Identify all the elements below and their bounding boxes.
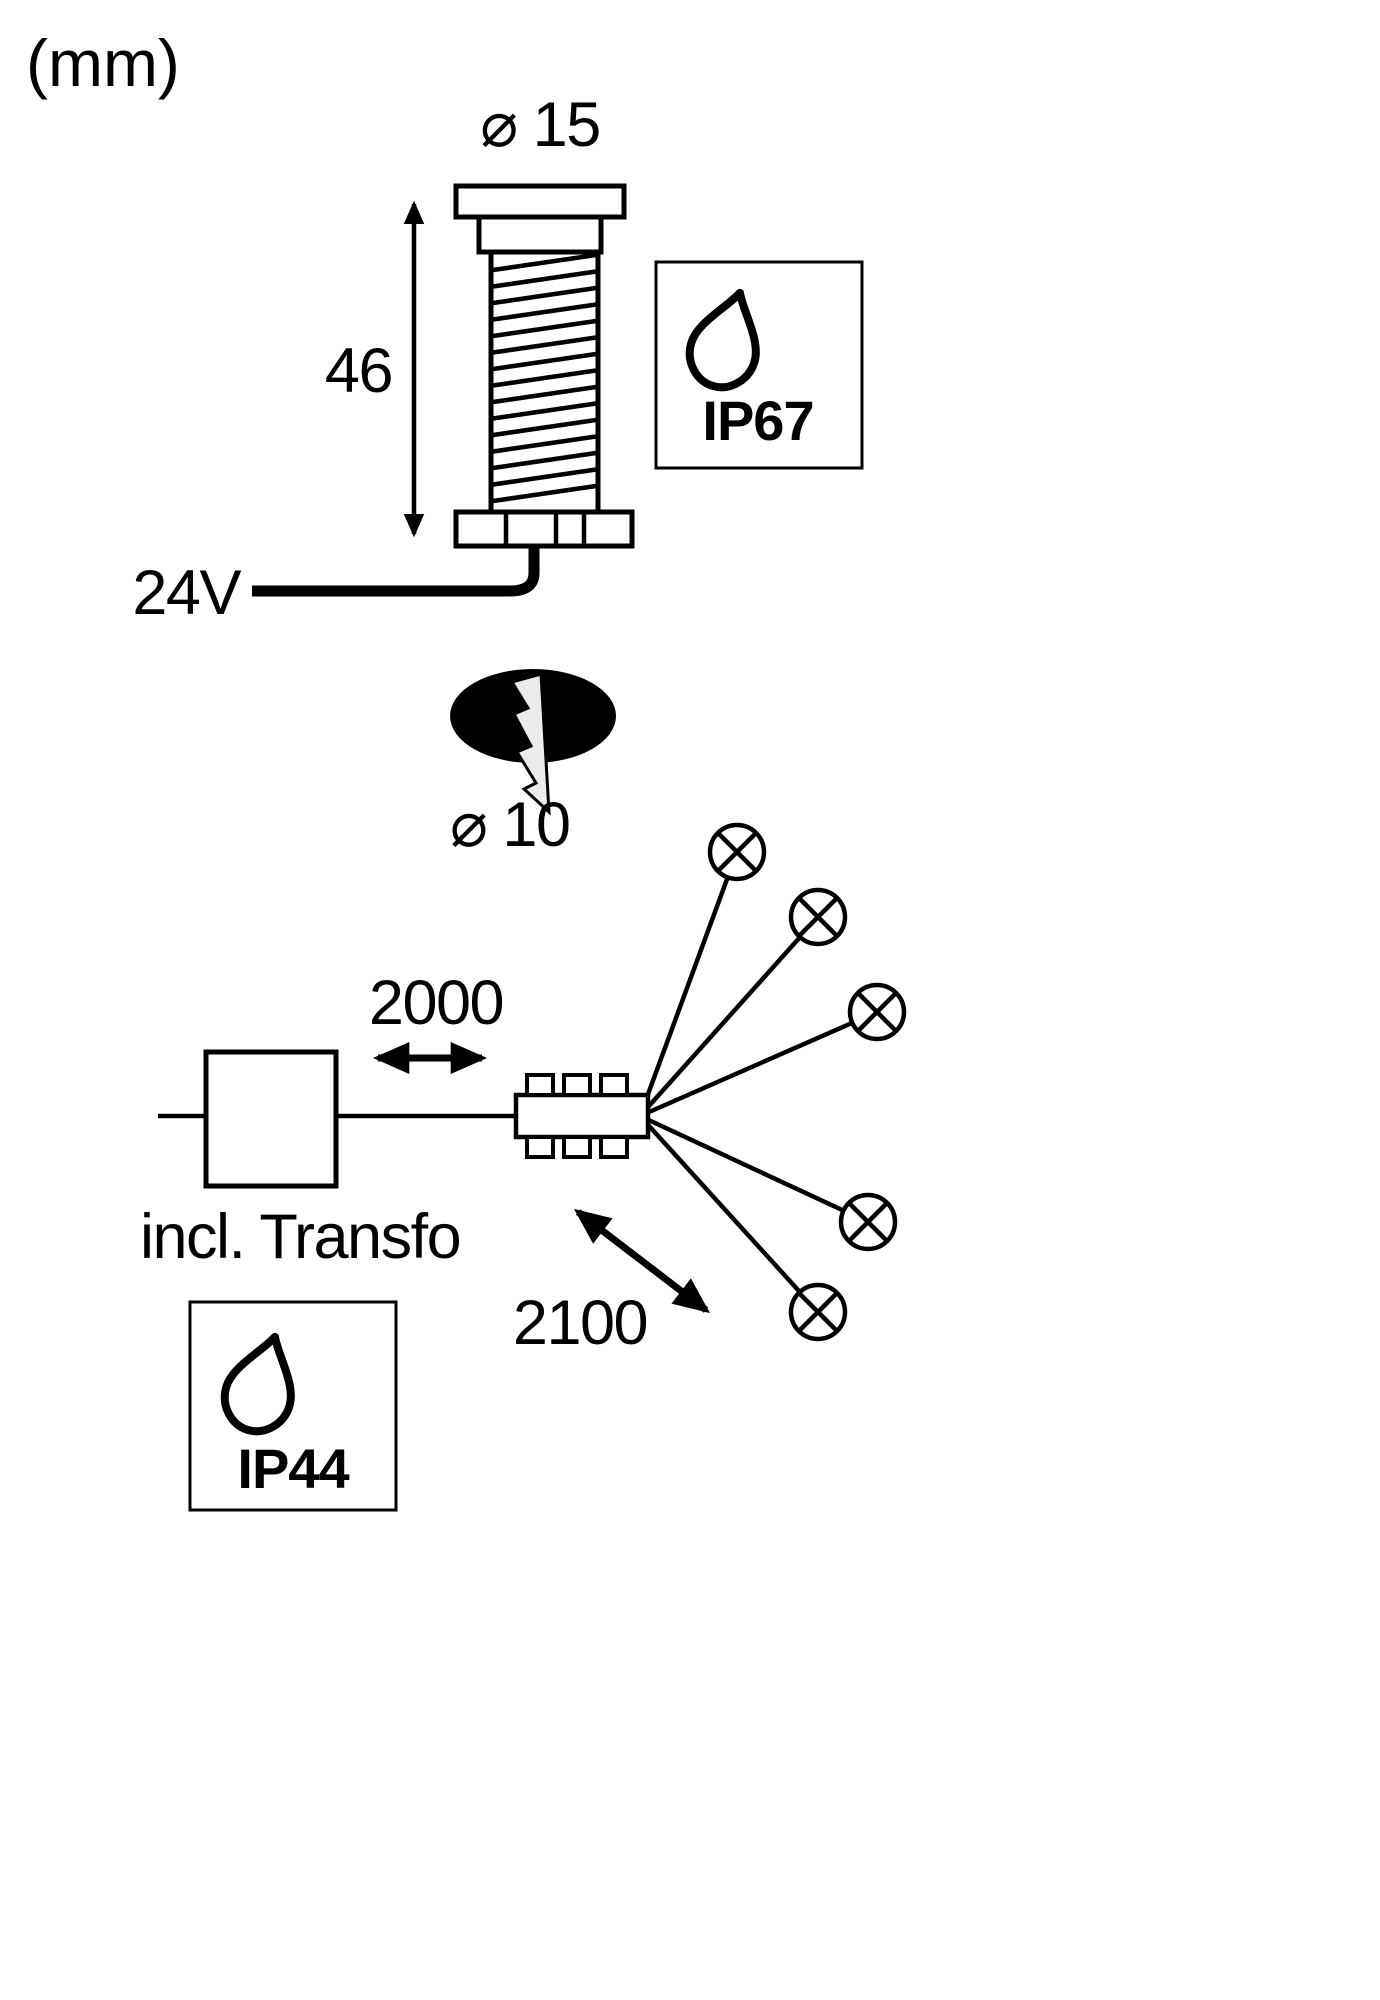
fixture-collar [476,214,604,255]
ip67-badge: IP67 [654,260,864,470]
lamp-cable [639,1113,869,1225]
voltage-label: 24V [132,558,241,628]
lamp-icon [841,1195,895,1249]
drill-hole: ⌀ 10 [450,669,616,860]
connector-tab [525,1073,555,1097]
wiring-diagram: 2000 [140,825,904,1358]
connector-tab [562,1135,592,1159]
lamp-cable [638,915,820,1118]
unit-label: (mm) [26,26,180,100]
lamps [710,825,904,1339]
transformer-label: incl. Transfo [140,1202,460,1272]
transformer-box [203,1049,339,1189]
ip67-label: IP67 [702,389,813,452]
lamp-icon [791,890,845,944]
ip44-badge: IP44 [188,1300,398,1512]
connector-tab [599,1135,629,1159]
ip44-label: IP44 [237,1437,349,1500]
connector-tab [599,1073,629,1097]
lamp-spacing-label: 2100 [513,1288,647,1358]
fixture-base-flange [453,509,635,549]
lamp-icon [710,825,764,879]
power-cable [252,546,540,597]
hole-diameter-label: ⌀ 10 [450,790,570,860]
flange-segments [503,512,587,546]
connector-tab [562,1073,592,1097]
cable-length-label: 2000 [369,968,503,1038]
lamp-cable [637,851,740,1117]
fixture-diameter-label: ⌀ 15 [480,90,600,160]
fixture-top-cap [453,183,627,220]
fixture-height-label: 46 [325,336,392,406]
lamp-cables [637,851,878,1314]
lamp-cable [638,1114,820,1314]
distribution-block [513,1073,651,1159]
fixture-threads [492,252,597,504]
lamp-icon [791,1285,845,1339]
screw-bolt-icon [509,672,551,816]
lamp-cable [639,1009,878,1119]
lamp-spacing-arrow [573,1208,711,1314]
ground-light-fixture [252,183,635,597]
connector-tab [525,1135,555,1159]
distribution-block-body [513,1092,651,1140]
lamp-icon [850,985,904,1039]
